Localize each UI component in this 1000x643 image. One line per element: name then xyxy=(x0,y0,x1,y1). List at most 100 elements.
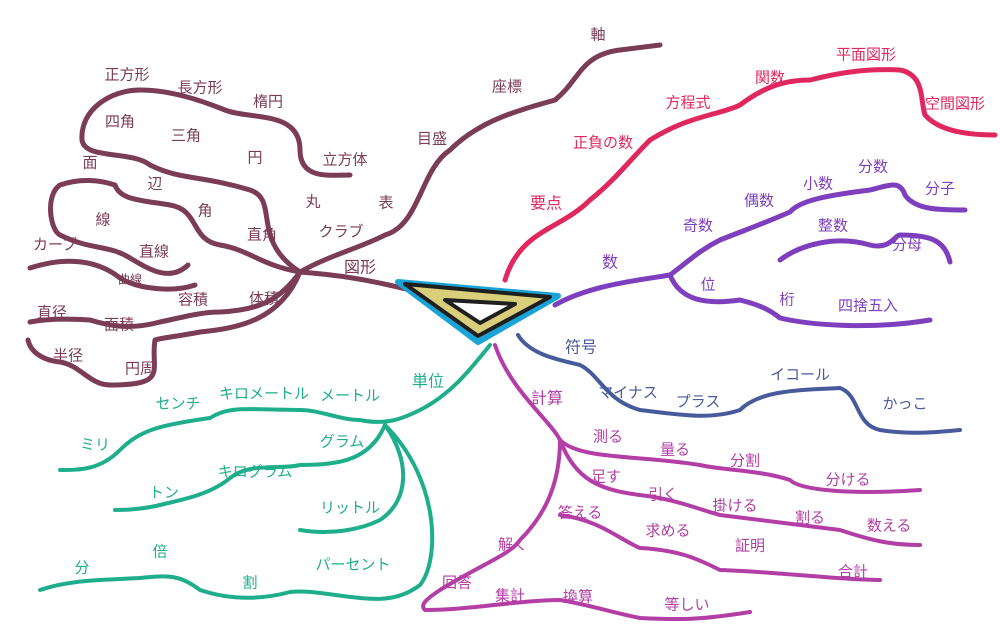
node-proof: 証明 xyxy=(734,536,766,555)
node-circle: 円 xyxy=(247,148,263,167)
node-line: 線 xyxy=(95,210,111,229)
node-key-points: 要点 xyxy=(529,193,563,213)
key-points-branches xyxy=(502,67,998,283)
node-face: 面 xyxy=(82,153,98,172)
node-triangle: 三角 xyxy=(170,126,202,145)
node-denominator: 分母 xyxy=(891,235,923,254)
node-angle: 角 xyxy=(197,201,213,220)
node-percent: パーセント xyxy=(315,555,391,574)
node-solve: 解く xyxy=(497,535,529,554)
node-centi: センチ xyxy=(155,394,201,413)
node-numerator: 分子 xyxy=(924,179,956,198)
branch-unit-main xyxy=(58,343,492,472)
figures-branches xyxy=(25,42,663,388)
symbols-branches xyxy=(516,333,962,435)
node-radius: 半径 xyxy=(52,346,84,365)
node-subtract: 引く xyxy=(647,485,679,504)
node-answer: 答える xyxy=(557,503,603,522)
node-reply: 回答 xyxy=(441,573,473,592)
branch-figures-trunk xyxy=(297,269,413,293)
node-scale: 目盛 xyxy=(416,129,448,148)
node-right-angle: 直角 xyxy=(246,225,278,244)
node-ellipse: 楕円 xyxy=(252,92,284,111)
node-kilogram: キログラム xyxy=(217,462,293,481)
node-table: 表 xyxy=(378,193,394,212)
node-positive-negative: 正負の数 xyxy=(572,133,634,152)
node-divide-parts: 分割 xyxy=(729,451,761,470)
node-diameter: 直径 xyxy=(36,303,68,322)
node-weigh: 量る xyxy=(659,440,691,459)
node-volume: 体積 xyxy=(248,289,280,308)
node-tally: 集計 xyxy=(494,586,526,605)
node-milli: ミリ xyxy=(79,435,111,454)
node-round: 丸 xyxy=(305,192,321,211)
node-area: 面積 xyxy=(103,315,135,334)
node-ratio: 割 xyxy=(242,573,258,592)
node-club: クラブ xyxy=(318,222,364,241)
node-total: 合計 xyxy=(837,562,869,581)
branch-calc-answer xyxy=(421,438,752,622)
node-equal: 等しい xyxy=(664,595,710,614)
branch-figures-upper xyxy=(297,42,663,275)
node-calculation: 計算 xyxy=(530,388,564,408)
branch-num-integer xyxy=(777,232,953,265)
node-measure: 測る xyxy=(592,427,624,446)
node-odd: 奇数 xyxy=(682,216,714,235)
node-place-value: 位 xyxy=(700,275,716,294)
node-divide: 割る xyxy=(794,508,826,527)
branch-num-main xyxy=(552,182,968,308)
node-equation: 方程式 xyxy=(665,93,711,112)
node-square: 正方形 xyxy=(104,65,150,84)
branch-key-main xyxy=(502,67,998,283)
branch-figures-volume xyxy=(27,269,303,329)
node-parentheses: かっこ xyxy=(882,394,928,413)
branch-figures-square xyxy=(79,87,353,275)
branch-unit-litre xyxy=(298,423,406,534)
node-separate: 分ける xyxy=(825,470,871,489)
node-plane-figure: 平面図形 xyxy=(835,45,897,64)
node-axis: 軸 xyxy=(590,25,606,44)
node-digit: 桁 xyxy=(779,290,795,309)
node-capacity: 容積 xyxy=(177,290,209,309)
node-add: 足す xyxy=(590,467,622,486)
node-integer: 整数 xyxy=(817,216,849,235)
node-function: 関数 xyxy=(754,68,786,87)
branch-calc-prove xyxy=(558,513,882,582)
triangle-ruler-icon xyxy=(395,279,561,345)
node-multiply: 掛ける xyxy=(712,496,758,515)
numbers-branches xyxy=(552,182,968,329)
node-minus: マイナス xyxy=(598,383,658,402)
node-count: 数える xyxy=(866,516,912,535)
units-branches xyxy=(38,343,492,601)
node-symbols: 符号 xyxy=(564,337,598,357)
node-times: 倍 xyxy=(152,542,168,561)
node-plus: プラス xyxy=(675,392,721,411)
branch-num-place xyxy=(667,272,933,329)
node-solid-figure: 空間図形 xyxy=(924,94,986,113)
node-straight-line: 直線 xyxy=(138,242,170,261)
branch-unit-gram xyxy=(113,423,387,512)
node-quadrangle: 四角 xyxy=(104,112,136,131)
branch-sym-main xyxy=(516,333,962,435)
node-even: 偶数 xyxy=(743,191,775,210)
branch-figures-face xyxy=(48,178,303,276)
node-minute: 分 xyxy=(74,558,90,577)
node-curve: カーブ xyxy=(32,235,78,254)
node-kilometre: キロメートル xyxy=(218,384,310,403)
node-gram: グラム xyxy=(319,432,365,451)
node-figures: 図形 xyxy=(343,257,377,277)
node-ton: トン xyxy=(148,483,180,502)
node-coordinates: 座標 xyxy=(491,77,523,96)
node-cube: 立方体 xyxy=(322,150,368,169)
node-equals: イコール xyxy=(769,365,831,384)
node-rectangle: 長方形 xyxy=(177,78,223,97)
node-decimal: 小数 xyxy=(802,174,834,193)
branch-calc-main xyxy=(493,343,922,494)
branch-calc-add xyxy=(558,438,922,547)
branch-figures-curve xyxy=(27,258,198,292)
node-numbers: 数 xyxy=(601,252,619,272)
node-convert: 換算 xyxy=(562,587,594,606)
node-curved-line: 曲線 xyxy=(117,272,143,287)
